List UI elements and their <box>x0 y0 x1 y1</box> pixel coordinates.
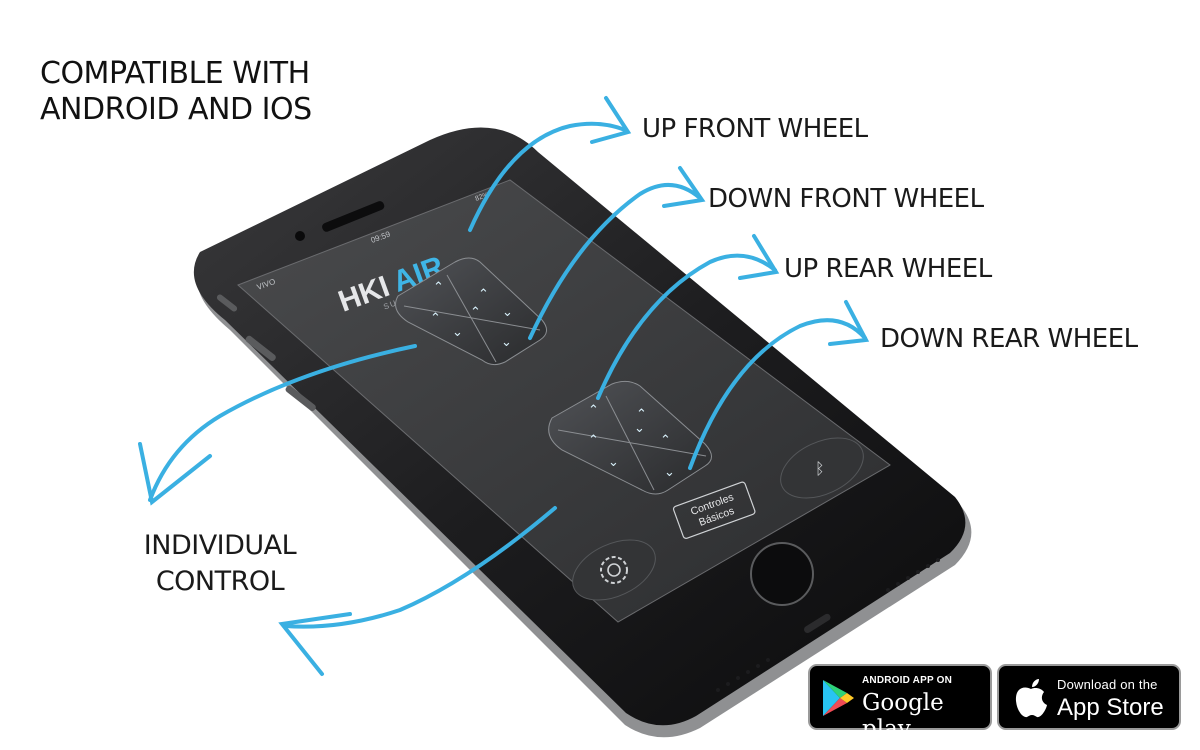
lightning-port <box>804 613 831 634</box>
home-button[interactable] <box>750 542 814 606</box>
arrowhead-up-rear <box>738 234 780 280</box>
front-right-up2-button[interactable]: ⌃ <box>470 304 481 319</box>
apple-icon <box>1015 679 1047 718</box>
arrowhead-down-front <box>662 166 706 208</box>
settings-button[interactable] <box>563 528 665 612</box>
rear-left-down-button[interactable]: ⌄ <box>608 454 619 469</box>
callout-arrows <box>138 96 870 676</box>
arrow-up-rear <box>596 253 777 400</box>
front-right-up-button[interactable]: ⌃ <box>478 286 489 301</box>
rear-center-down-button[interactable]: ⌄ <box>634 420 645 435</box>
phone: VIVO 09:59 82% HKI AIR SUSPENSION ⌃ ⌃ ⌃ … <box>193 127 972 738</box>
front-down-button[interactable]: ⌄ <box>501 334 512 349</box>
bluetooth-icon: ᛒ <box>815 461 825 478</box>
front-right-down-button[interactable]: ⌄ <box>502 304 513 319</box>
google-badge-small: ANDROID APP ON <box>862 675 953 686</box>
front-wheel-pad: ⌃ ⌃ ⌃ ⌃ ⌄ ⌄ ⌄ <box>395 257 547 366</box>
side-button <box>285 385 316 412</box>
arrowhead-down-rear <box>828 300 870 346</box>
callout-down-front-wheel: DOWN FRONT WHEEL <box>708 184 984 214</box>
rear-right-up-button[interactable]: ⌃ <box>636 406 647 421</box>
google-badge-big: Google play <box>862 690 944 742</box>
google-play-icon <box>823 680 854 716</box>
rear-left-up2-button[interactable]: ⌃ <box>588 432 599 447</box>
front-camera <box>295 231 305 241</box>
front-left-up2-button[interactable]: ⌃ <box>430 310 441 325</box>
arrow-individual-lower <box>283 506 557 629</box>
side-button <box>245 335 276 362</box>
apple-badge-big: App Store <box>1057 694 1164 721</box>
arrow-down-rear <box>688 318 867 470</box>
earpiece <box>322 201 385 232</box>
arrow-individual-upper <box>148 344 417 502</box>
speaker-grille <box>716 558 940 692</box>
arrowhead-individual-upper <box>138 442 212 506</box>
phone-screen <box>237 179 891 623</box>
arrow-down-front <box>528 182 702 340</box>
callout-up-front-wheel: UP FRONT WHEEL <box>642 114 868 144</box>
status-battery: 82% <box>474 192 490 203</box>
individual-line: INDIVIDUAL <box>143 530 297 561</box>
front-left-up-button[interactable]: ⌃ <box>433 279 444 294</box>
compatibility-headline: COMPATIBLE WITH ANDROID AND IOS <box>40 56 312 128</box>
rear-left-up-button[interactable]: ⌃ <box>588 402 599 417</box>
side-button <box>216 294 238 312</box>
individual-line: CONTROL <box>155 566 285 597</box>
apple-badge-small: Download on the <box>1057 677 1158 692</box>
app-store-badge[interactable]: Download on the App Store <box>997 664 1181 730</box>
arrow-up-front <box>468 121 627 232</box>
headline-line: ANDROID AND IOS <box>40 92 312 127</box>
gear-icon <box>600 556 628 584</box>
arrowhead-individual-lower <box>278 612 352 676</box>
rear-right-up2-button[interactable]: ⌃ <box>660 432 671 447</box>
rear-wheel-pad: ⌃ ⌃ ⌃ ⌃ ⌄ ⌄ ⌄ <box>548 380 712 495</box>
bluetooth-button[interactable] <box>771 426 873 510</box>
front-left-down-button[interactable]: ⌄ <box>452 324 463 339</box>
google-play-badge[interactable]: ANDROID APP ON Google play <box>808 664 992 742</box>
headline-line: COMPATIBLE WITH <box>40 56 310 91</box>
callout-down-rear-wheel: DOWN REAR WHEEL <box>880 324 1138 354</box>
callout-individual-control: INDIVIDUAL CONTROL <box>130 528 310 600</box>
rear-down-button[interactable]: ⌄ <box>664 464 675 479</box>
callout-up-rear-wheel: UP REAR WHEEL <box>784 254 992 284</box>
arrowhead-up-front <box>590 96 632 144</box>
